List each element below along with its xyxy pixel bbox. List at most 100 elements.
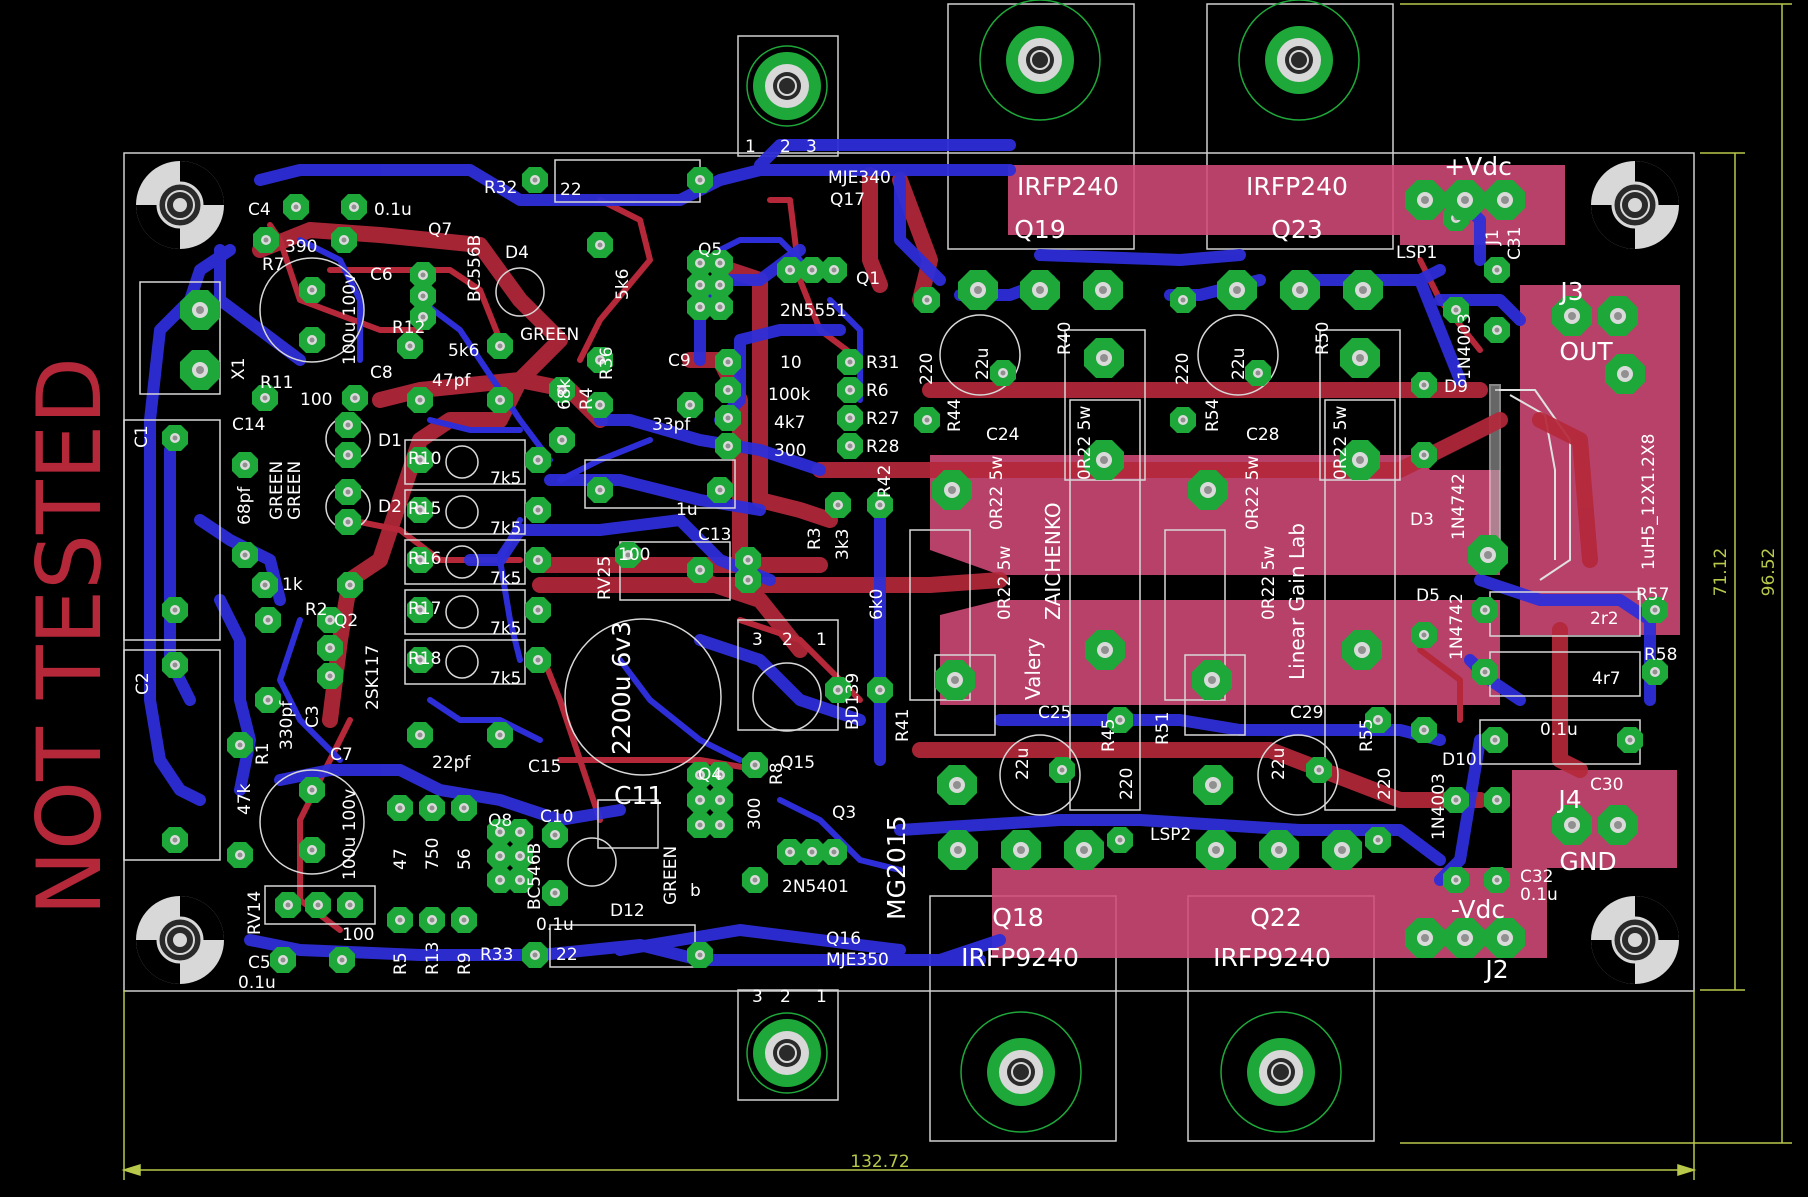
gnd-label: GND [1559, 847, 1616, 876]
value-r27: 4k7 [774, 413, 805, 433]
label-bd139: BD139 [843, 673, 863, 730]
value-r50-res: 0R22 5w [1243, 456, 1263, 530]
label-r12: R12 [392, 318, 425, 338]
label-q2: Q2 [334, 611, 358, 631]
value-c9: 33pf [652, 415, 691, 435]
value-r36: 5k6 [613, 269, 633, 300]
value-r55: 220 [1375, 768, 1395, 800]
label-irfp9240a: IRFP9240 [961, 943, 1079, 972]
type-q1: 2N5551 [780, 301, 847, 321]
label-q15: Q15 [780, 753, 815, 773]
label-q7: Q7 [428, 220, 452, 240]
label-q17: Q17 [830, 190, 865, 210]
label-q23: Q23 [1271, 215, 1323, 244]
label-c6: C6 [370, 265, 393, 285]
label-c28: C28 [1246, 425, 1280, 445]
label-r54: R54 [1203, 399, 1223, 432]
value-c25: 22u [1013, 748, 1033, 780]
label-r2: R2 [305, 600, 328, 620]
value-c4: 0.1u [374, 200, 412, 220]
label-q18: Q18 [992, 903, 1044, 932]
value-r4: 68k [555, 378, 575, 410]
label-d12: D12 [610, 901, 645, 921]
label-r31: R31 [866, 353, 899, 373]
value-c14: 68pf [235, 486, 255, 525]
value-c5: 0.1u [238, 973, 276, 993]
label-d9: D9 [1444, 377, 1468, 397]
label-lsp1: LSP1 [1396, 243, 1437, 263]
value-c13: 1u [676, 500, 698, 520]
board-name: MG2015 [882, 815, 911, 920]
label-r16: R16 [408, 549, 441, 569]
j3-label: J3 [1558, 277, 1583, 306]
value-c24: 22u [973, 348, 993, 380]
label-r8: R8 [767, 762, 787, 785]
value-r9: 56 [455, 848, 475, 870]
j2-label: J2 [1483, 955, 1508, 984]
pin-2-mid: 2 [782, 630, 793, 650]
value-r41-res: 0R22 5w [995, 546, 1015, 620]
label-c1: C1 [132, 425, 152, 448]
label-c7: C7 [330, 745, 353, 765]
value-r40-5w: 0R22 5w [1075, 406, 1095, 480]
value-r57: 2r2 [1590, 609, 1619, 629]
pin-3-mid: 3 [752, 630, 763, 650]
label-r33: R33 [480, 945, 513, 965]
value-c30: 0.1u [1540, 720, 1578, 740]
value-rv14: 100 [342, 925, 374, 945]
j4-label: J4 [1556, 785, 1581, 814]
label-q22: Q22 [1250, 903, 1302, 932]
label-d2: D2 [378, 497, 402, 517]
j1-label: J1 [1483, 229, 1503, 246]
value-r54: 220 [1173, 353, 1193, 385]
label-r10: R10 [408, 449, 441, 469]
label-r40: R40 [1055, 322, 1075, 355]
credit-zaichenko: ZAICHENKO [1041, 502, 1065, 620]
value-r32: 22 [560, 180, 582, 200]
label-c30: C30 [1590, 775, 1624, 795]
label-r36: R36 [597, 347, 617, 380]
silkscreen-labels: IRFP240 IRFP240 Q19 Q23 IRFP9240 IRFP924… [132, 137, 1677, 1007]
label-d10: D10 [1442, 750, 1477, 770]
label-mje350: MJE350 [826, 950, 889, 970]
label-r11: R11 [260, 373, 293, 393]
label-r17: R17 [408, 599, 441, 619]
silkscreen-outlines [123, 159, 1641, 968]
value-r7: 390 [285, 237, 317, 257]
label-irfp240a: IRFP240 [1017, 172, 1119, 201]
pin-3-top: 3 [806, 137, 817, 157]
label-c8: C8 [370, 363, 393, 383]
label-c11: C11 [614, 781, 663, 810]
type-d9: 1N4003 [1455, 313, 1475, 380]
credit-lab: Linear Gain Lab [1285, 523, 1309, 680]
type-q3: 2N5401 [782, 877, 849, 897]
type-q7: BC556B [465, 235, 485, 302]
power-transistor-outlines [737, 3, 1394, 1142]
label-r13: R13 [423, 942, 443, 975]
value-c7: 100u 100v [340, 789, 360, 880]
dim-width: 132.72 [850, 1152, 909, 1172]
label-d3: D3 [1410, 510, 1434, 530]
out-label: OUT [1559, 337, 1613, 366]
type-q2: 2SK117 [363, 645, 383, 710]
connector-labels: +Vdc -Vdc OUT GND J3 J4 J2 J1 X1 [229, 152, 1617, 984]
label-green-d2: GREEN [267, 461, 287, 520]
label-d1: D1 [378, 431, 402, 451]
value-c28: 22u [1229, 348, 1249, 380]
vdc-neg-label: -Vdc [1451, 895, 1505, 924]
value-r13: 750 [423, 838, 443, 870]
label-c24: C24 [986, 425, 1020, 445]
value-r15: 7k5 [490, 519, 521, 539]
label-r3: R3 [805, 527, 825, 550]
type-d10: 1N4003 [1429, 773, 1449, 840]
value-r5: 47 [391, 848, 411, 870]
value-r58: 4r7 [1592, 669, 1621, 689]
label-c25: C25 [1038, 703, 1072, 723]
not-tested-watermark: NOT TESTED [18, 357, 121, 916]
label-r41: R41 [893, 709, 913, 742]
label-q19: Q19 [1014, 215, 1066, 244]
label-r44: R44 [945, 399, 965, 432]
value-r40-res: 0R22 5w [987, 456, 1007, 530]
label-r57: R57 [1636, 585, 1669, 605]
